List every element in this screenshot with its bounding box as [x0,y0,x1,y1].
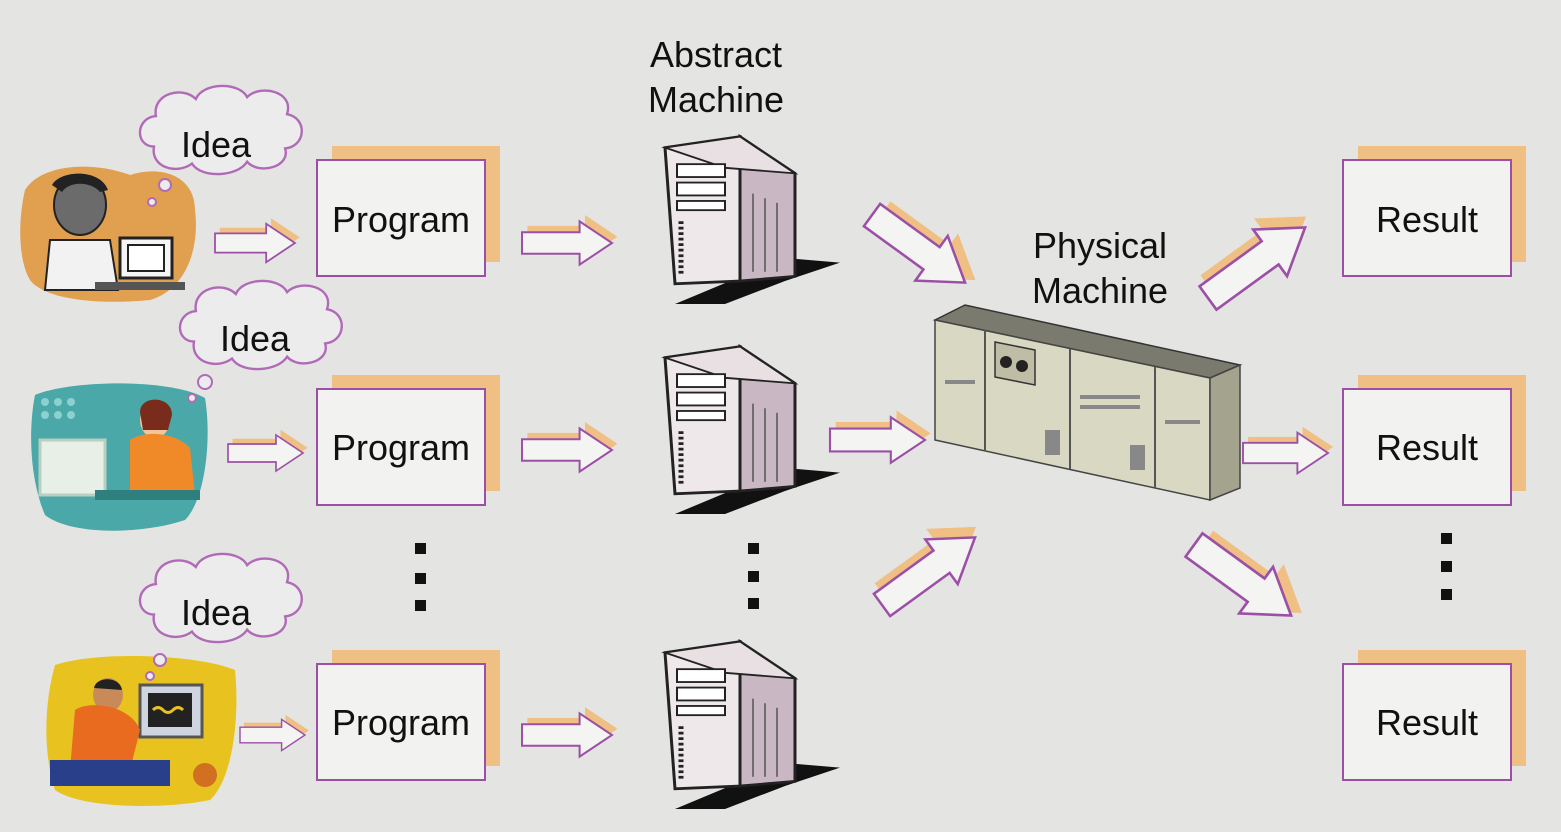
physical-machine-title-line1: Physical [1033,225,1167,266]
program-box: Program [316,650,500,781]
result-box: Result [1342,375,1526,506]
woman-at-computer-icon [31,383,208,531]
arrow-abstract-to-physical [854,184,993,311]
result-label: Result [1376,427,1478,468]
thought-cloud: Idea [178,279,343,403]
arrow-abstract-to-physical [859,503,999,629]
arrow-physical-to-result [1175,513,1321,645]
abstract-machine-title-line1: Abstract [650,34,782,75]
row-2: Idea Program Result [31,279,1526,531]
thought-cloud: Idea [138,552,303,681]
server-tower-icon [665,347,840,514]
arrow-idea-to-program [214,217,301,264]
idea-label: Idea [181,124,252,165]
thought-cloud: Idea [138,84,303,207]
program-box: Program [316,146,500,277]
arrow-program-to-abstract [521,706,619,758]
server-tower-icon [665,642,840,809]
arrow-idea-to-program [227,428,309,472]
arrow-physical-to-result [1184,191,1330,323]
arrow-abstract-to-physical [828,409,932,464]
arrow-physical-to-result [1242,425,1335,475]
program-label: Program [332,199,470,240]
arrow-program-to-abstract [521,421,619,473]
program-box: Program [316,375,500,506]
result-box: Result [1342,146,1526,277]
arrow-idea-to-program [239,714,310,752]
ellipsis-dots [415,533,1452,611]
result-label: Result [1376,199,1478,240]
physical-machine-title-line2: Machine [1032,270,1168,311]
mainframe-icon [932,304,1243,502]
abstract-machine-title-line2: Machine [648,79,784,120]
program-label: Program [332,702,470,743]
server-tower-icon [665,137,840,304]
arrow-program-to-abstract [521,214,619,266]
man-at-desk-icon [46,655,237,806]
result-box: Result [1342,650,1526,781]
idea-label: Idea [181,592,252,633]
idea-label: Idea [220,318,291,359]
result-label: Result [1376,702,1478,743]
row-1: Idea Program Result [20,84,1526,304]
program-label: Program [332,427,470,468]
row-3: Idea Program Result [46,552,1526,809]
